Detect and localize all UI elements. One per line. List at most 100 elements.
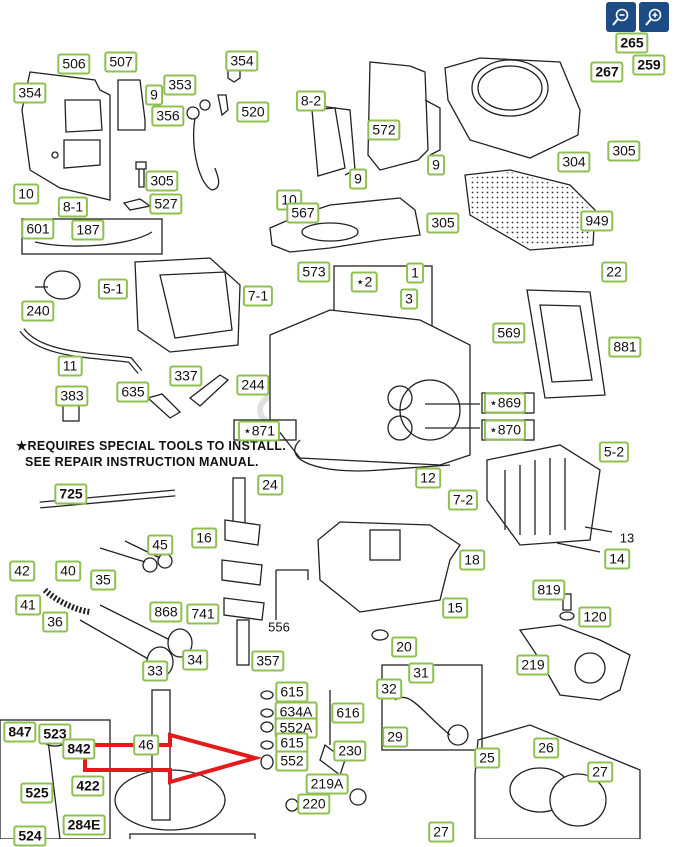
part-label-46[interactable]: 46 (133, 734, 159, 756)
part-label-5-2[interactable]: 5-2 (598, 441, 630, 463)
part-label-615a[interactable]: 615 (275, 681, 309, 703)
part-label-42[interactable]: 42 (9, 560, 35, 582)
part-label-868[interactable]: 868 (149, 601, 183, 623)
part-label-187[interactable]: 187 (71, 219, 105, 241)
part-label-15[interactable]: 15 (442, 597, 468, 619)
part-label-22[interactable]: 22 (601, 261, 627, 283)
part-label-11[interactable]: 11 (57, 355, 83, 377)
part-label-24[interactable]: 24 (257, 474, 283, 496)
part-label-354a[interactable]: 354 (225, 50, 259, 72)
part-label-725[interactable]: 725 (54, 483, 88, 505)
part-label-219A[interactable]: 219A (305, 773, 349, 795)
cover-8-2-drawing (311, 105, 356, 177)
part-label-507[interactable]: 507 (104, 51, 138, 73)
part-label-33[interactable]: 33 (142, 660, 168, 682)
zoom-in-button[interactable] (639, 2, 669, 32)
part-label-25[interactable]: 25 (474, 747, 500, 769)
part-label-7-2[interactable]: 7-2 (447, 489, 479, 511)
part-label-10a[interactable]: 10 (13, 183, 39, 205)
part-label-27a[interactable]: 27 (587, 761, 613, 783)
part-label-383[interactable]: 383 (55, 385, 89, 407)
part-label-634A[interactable]: 634A (274, 701, 318, 723)
part-label-40[interactable]: 40 (55, 560, 81, 582)
part-label-36[interactable]: 36 (42, 611, 68, 633)
part-label-5-1[interactable]: 5-1 (97, 278, 129, 300)
part-label-842[interactable]: 842 (62, 738, 96, 760)
part-label-219[interactable]: 219 (516, 654, 550, 676)
part-label-353[interactable]: 353 (163, 74, 197, 96)
part-label-27b[interactable]: 27 (428, 821, 454, 843)
part-label-7-1[interactable]: 7-1 (242, 285, 274, 307)
gasket-569-881-drawing (526, 289, 606, 399)
part-label-9b[interactable]: 9 (427, 154, 445, 176)
part-label-616[interactable]: 616 (331, 702, 365, 724)
part-label-14[interactable]: 14 (604, 548, 630, 570)
part-label-356[interactable]: 356 (151, 105, 185, 127)
part-label-524[interactable]: 524 (13, 825, 47, 847)
part-label-569[interactable]: 569 (492, 322, 526, 344)
part-label-18[interactable]: 18 (459, 549, 485, 571)
part-label-9a[interactable]: 9 (145, 84, 163, 106)
part-label-615b[interactable]: 615 (275, 732, 309, 754)
part-label-881[interactable]: 881 (608, 336, 642, 358)
part-label-29[interactable]: 29 (382, 726, 408, 748)
part-label-8-2[interactable]: 8-2 (295, 90, 327, 112)
part-label-20[interactable]: 20 (391, 636, 417, 658)
part-label-1[interactable]: 1 (406, 262, 424, 284)
part-label-35[interactable]: 35 (90, 569, 116, 591)
part-label-527[interactable]: 527 (149, 193, 183, 215)
part-label-305c[interactable]: 305 (426, 212, 460, 234)
part-label-871[interactable]: ⋆871 (237, 420, 281, 442)
part-label-573[interactable]: 573 (297, 261, 331, 283)
camshaft-drawing (114, 689, 226, 831)
part-label-506[interactable]: 506 (57, 53, 91, 75)
part-label-556[interactable]: 556 (268, 619, 290, 635)
part-label-265[interactable]: 265 (615, 32, 649, 54)
part-label-120[interactable]: 120 (578, 606, 612, 628)
part-label-31[interactable]: 31 (408, 662, 434, 684)
part-label-422[interactable]: 422 (71, 775, 105, 797)
part-label-354b[interactable]: 354 (13, 82, 47, 104)
part-label-741[interactable]: 741 (186, 603, 220, 625)
part-label-16[interactable]: 16 (191, 527, 217, 549)
part-label-9c[interactable]: 9 (349, 168, 367, 190)
part-label-2[interactable]: ⋆2 (350, 271, 378, 293)
filter-240-drawing (35, 270, 81, 300)
part-label-244[interactable]: 244 (236, 374, 270, 396)
part-label-305b[interactable]: 305 (607, 140, 641, 162)
part-label-284E[interactable]: 284E (62, 814, 106, 836)
part-label-525[interactable]: 525 (20, 782, 54, 804)
part-label-357[interactable]: 357 (251, 650, 285, 672)
part-label-45[interactable]: 45 (147, 534, 173, 556)
part-label-13[interactable]: 13 (619, 530, 635, 546)
part-label-220[interactable]: 220 (297, 793, 331, 815)
part-label-230[interactable]: 230 (333, 740, 367, 762)
part-label-305a[interactable]: 305 (145, 170, 179, 192)
zoom-out-button[interactable] (606, 2, 636, 32)
part-label-32[interactable]: 32 (376, 678, 402, 700)
part-label-34[interactable]: 34 (182, 649, 208, 671)
part-label-567[interactable]: 567 (286, 202, 320, 224)
part-label-520[interactable]: 520 (236, 101, 270, 123)
part-label-635[interactable]: 635 (116, 381, 150, 403)
part-label-26[interactable]: 26 (533, 737, 559, 759)
part-label-552[interactable]: 552 (275, 750, 309, 772)
part-label-267[interactable]: 267 (590, 61, 624, 83)
part-label-3[interactable]: 3 (400, 288, 418, 310)
part-label-304[interactable]: 304 (557, 151, 591, 173)
part-label-869[interactable]: ⋆869 (483, 392, 527, 414)
part-label-949[interactable]: 949 (580, 210, 614, 232)
gasket-5-1-7-1-drawing (134, 257, 241, 353)
part-label-601[interactable]: 601 (21, 218, 55, 240)
part-label-337[interactable]: 337 (169, 365, 203, 387)
part-label-41[interactable]: 41 (15, 594, 41, 616)
part-label-847[interactable]: 847 (3, 721, 37, 743)
special-tools-note: ★REQUIRES SPECIAL TOOLS TO INSTALL. SEE … (16, 438, 286, 470)
part-label-259[interactable]: 259 (632, 54, 666, 76)
part-label-240[interactable]: 240 (21, 300, 55, 322)
part-label-572[interactable]: 572 (367, 119, 401, 141)
part-label-870[interactable]: ⋆870 (483, 419, 527, 441)
part-label-12[interactable]: 12 (415, 467, 441, 489)
part-label-819[interactable]: 819 (532, 579, 566, 601)
part-label-8-1[interactable]: 8-1 (57, 196, 89, 218)
